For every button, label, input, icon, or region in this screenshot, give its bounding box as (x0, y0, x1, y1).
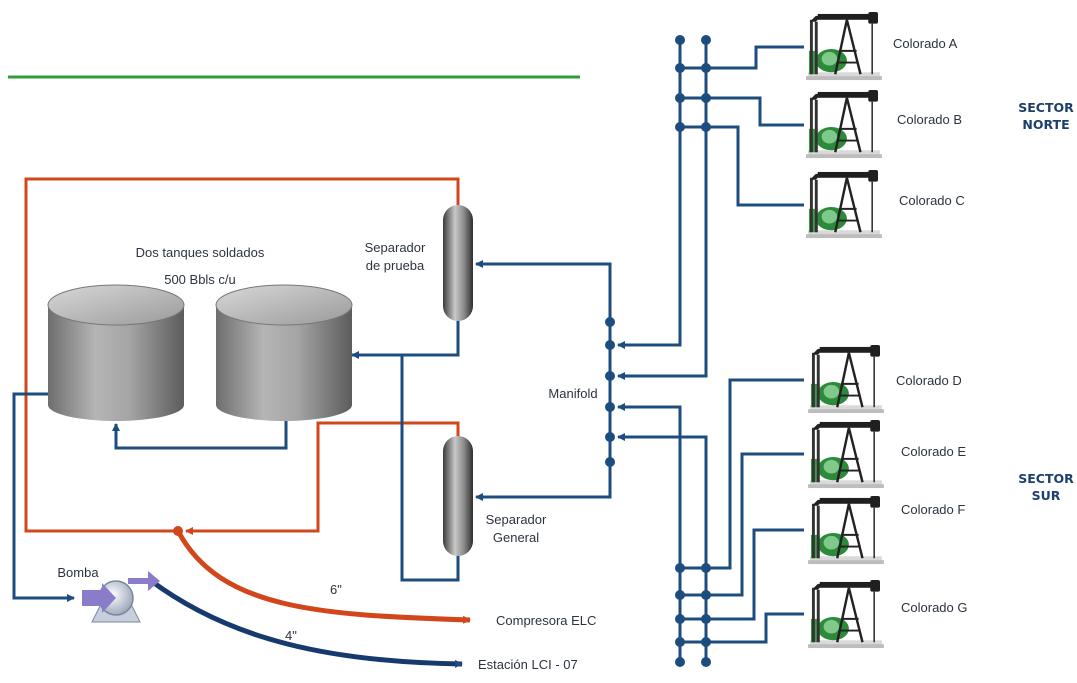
test-separator-label-2: de prueba (366, 258, 425, 273)
oil-line-size: 4" (285, 628, 297, 643)
tanks-title: Dos tanques soldados (136, 245, 265, 260)
pumpjack-icon (806, 580, 884, 650)
tank-icon (215, 284, 353, 421)
pumpjack-icon (806, 420, 884, 490)
sector-south-label-1: SECTOR (1018, 471, 1074, 486)
pumpjack-icon (804, 12, 882, 82)
manifold-header (605, 317, 615, 467)
manifold-label: Manifold (548, 386, 597, 401)
general-separator-label-1: Separador (486, 512, 547, 527)
general-separator-icon (443, 436, 473, 556)
oil-export-line (148, 577, 463, 668)
gas-lines (24, 177, 460, 535)
sector-north-label-2: NORTE (1022, 117, 1069, 132)
gas-line-size: 6" (330, 582, 342, 597)
well-label-c: Colorado C (899, 193, 965, 208)
pumpjack-icon (804, 170, 882, 240)
pump-icon (82, 571, 160, 623)
pumpjack-icon (804, 90, 882, 160)
tank-icon (47, 284, 185, 421)
well-label-a: Colorado A (893, 36, 958, 51)
gas-export-line (175, 529, 471, 624)
manifold-feed-lines (617, 40, 708, 662)
pumpjack-icon (806, 345, 884, 415)
north-collector (675, 35, 804, 207)
well-label-d: Colorado D (896, 373, 962, 388)
gas-junction (173, 526, 183, 536)
tanks-capacity: 500 Bbls c/u (164, 272, 236, 287)
oil-lines (12, 260, 612, 602)
gas-destination-label: Compresora ELC (496, 613, 596, 628)
well-label-f: Colorado F (901, 502, 965, 517)
sector-south-label-2: SUR (1032, 488, 1061, 503)
test-separator-label-1: Separador (365, 240, 426, 255)
well-label-b: Colorado B (897, 112, 962, 127)
well-label-g: Colorado G (901, 600, 967, 615)
well-label-e: Colorado E (901, 444, 966, 459)
general-separator-label-2: General (493, 530, 539, 545)
sector-north-label-1: SECTOR (1018, 100, 1074, 115)
oil-destination-label: Estación LCI - 07 (478, 657, 578, 672)
south-collector (675, 378, 804, 667)
test-separator-icon (443, 205, 473, 321)
pumpjack-icon (806, 496, 884, 566)
pump-label: Bomba (57, 565, 99, 580)
